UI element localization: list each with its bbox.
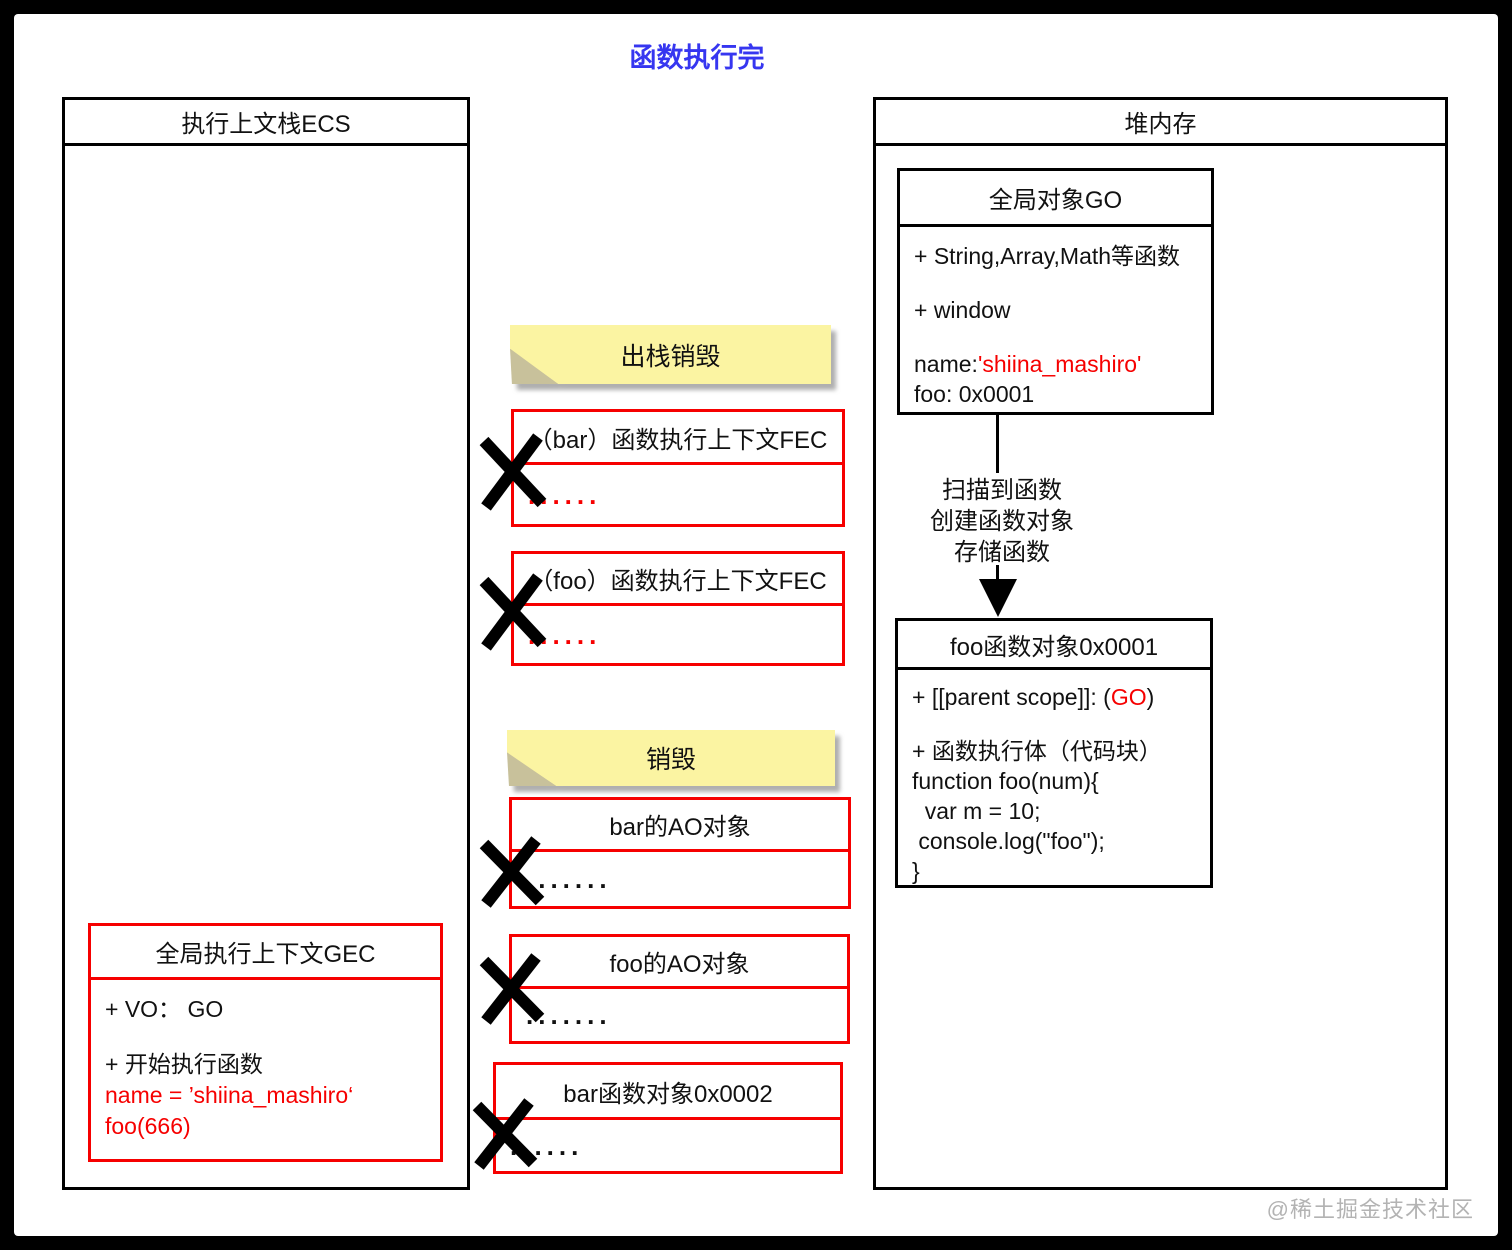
heap-panel: 堆内存 [873,97,1448,1190]
gec-box: 全局执行上下文GEC + VO： GO + 开始执行函数 name = ’shi… [88,923,443,1162]
gec-start-line: + 开始执行函数 [105,1051,263,1077]
go-builtins-line: + String,Array,Math等函数 [914,243,1181,269]
bar-function-box-title: bar函数对象0x0002 [496,1065,840,1120]
gec-call-line: foo(666) [105,1113,191,1139]
x-cross-icon [479,836,545,908]
go-name-value: 'shiina_mashiro' [977,351,1142,377]
ellipsis-text: ....... [526,864,612,894]
fec-foo-box: （foo）函数执行上下文FEC ...... [511,551,845,666]
x-cross-icon [479,433,547,511]
foo-code-line-1: function foo(num){ [912,768,1099,794]
fec-bar-box: （bar）函数执行上下文FEC ...... [511,409,845,527]
fec-bar-box-title: （bar）函数执行上下文FEC [514,412,842,465]
ecs-panel: 执行上文栈ECS [62,97,470,1190]
foo-parent-scope-value: GO [1110,684,1147,710]
x-cross-icon [479,573,547,651]
go-box-header: 全局对象GO [900,171,1211,227]
fec-foo-box-title: （foo）函数执行上下文FEC [514,554,842,606]
sticky-note-pop-label: 出栈销毁 [620,342,721,371]
gec-name-line: name = ’shiina_mashiro‘ [105,1082,354,1108]
x-cross-icon [472,1098,538,1170]
foo-ao-box: foo的AO对象 ....... [509,934,850,1044]
bar-ao-box-title: bar的AO对象 [512,800,848,852]
sticky-note-pop-destroy: 出栈销毁 [510,325,831,384]
go-window-line: + window [914,297,1011,323]
gec-box-header: 全局执行上下文GEC [91,926,440,980]
sticky-note-shape [510,325,831,384]
sticky-note-destroy-label: 销毁 [645,746,696,774]
foo-function-box: foo函数对象0x0001 + [[parent scope]]: (GO) +… [895,618,1213,888]
arrow-label: 扫描到函数 创建函数对象 存储函数 [930,477,1074,566]
sticky-note-shape [507,730,835,786]
sticky-note-destroy: 销毁 [507,730,835,786]
foo-code-line-2: var m = 10; [912,798,1041,824]
bar-ao-box: bar的AO对象 ....... [509,797,851,909]
go-foo-line: foo: 0x0001 [914,381,1035,407]
arrow-down-icon [979,579,1017,617]
page-title: 函数执行完 [629,43,765,73]
foo-ao-box-title: foo的AO对象 [512,937,847,989]
arrow-line-bottom [996,565,999,581]
foo-code-line-3: console.log("foo"); [912,828,1105,854]
watermark: @稀土掘金技术社区 [1266,1197,1474,1222]
foo-body-label: + 函数执行体（代码块） [912,738,1162,764]
ecs-panel-header: 执行上文栈ECS [65,100,467,146]
go-name-line: name:'shiina_mashiro' [914,351,1142,377]
heap-panel-header: 堆内存 [876,100,1445,146]
foo-code-line-4: } [912,858,920,884]
foo-parent-scope-line: + [[parent scope]]: (GO) [912,684,1155,710]
arrow-line-top [996,415,999,473]
bar-function-box: bar函数对象0x0002 ...... [493,1062,843,1174]
gec-vo-line: + VO： GO [105,996,224,1022]
foo-box-header: foo函数对象0x0001 [898,621,1210,670]
go-object-box: 全局对象GO + String,Array,Math等函数 + window n… [897,168,1214,415]
x-cross-icon [479,953,545,1025]
